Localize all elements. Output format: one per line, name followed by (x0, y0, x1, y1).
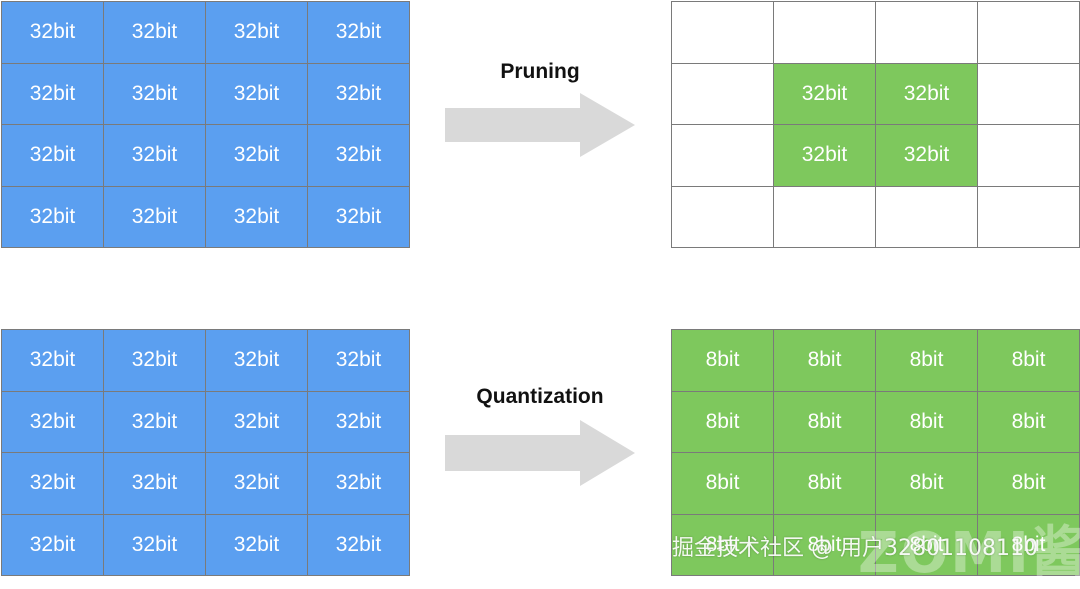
matrix-cell: 32bit (308, 63, 409, 124)
matrix-cell: 32bit (308, 125, 409, 186)
matrix-cell (672, 125, 773, 186)
matrix-cell: 8bit (876, 453, 977, 514)
matrix-cell (978, 125, 1079, 186)
matrix-cell: 32bit (308, 514, 409, 575)
matrix-cell: 32bit (308, 186, 409, 247)
matrix-cell (876, 2, 977, 63)
matrix-cell (672, 63, 773, 124)
matrix-cell: 8bit (876, 514, 977, 575)
matrix-cell: 8bit (978, 453, 1079, 514)
quantization-arrow: Quantization (440, 380, 640, 490)
pruning-label: Pruning (500, 60, 580, 83)
matrix-cell: 32bit (206, 63, 307, 124)
matrix-cell: 32bit (206, 186, 307, 247)
matrix-cell: 32bit (104, 330, 205, 391)
matrix-cell: 32bit (206, 330, 307, 391)
matrix-cell: 32bit (2, 186, 103, 247)
pruning-arrow: Pruning (440, 55, 640, 160)
quantization-label: Quantization (476, 385, 604, 408)
matrix-cell: 32bit (308, 330, 409, 391)
matrix-cell: 32bit (308, 2, 409, 63)
matrix-cell: 8bit (672, 391, 773, 452)
matrix-cell: 32bit (104, 391, 205, 452)
matrix-cell: 32bit (2, 453, 103, 514)
matrix-cell: 8bit (774, 330, 875, 391)
matrix-cell: 8bit (978, 514, 1079, 575)
watermark-logo: ZOMI酱 (858, 521, 1080, 586)
matrix-cell: 32bit (308, 453, 409, 514)
matrix-cell: 8bit (774, 391, 875, 452)
matrix-cell (978, 2, 1079, 63)
matrix-cell (774, 2, 875, 63)
matrix-cell: 32bit (104, 186, 205, 247)
matrix-cell: 32bit (206, 2, 307, 63)
matrix-cell: 8bit (774, 514, 875, 575)
matrix-cell: 32bit (2, 391, 103, 452)
matrix-cell: 8bit (774, 453, 875, 514)
matrix-cell: 32bit (876, 125, 977, 186)
matrix-cell: 32bit (2, 330, 103, 391)
matrix-cell: 32bit (104, 514, 205, 575)
arrow-right-icon (445, 93, 635, 157)
watermark-text: 掘金技术社区 @ 用户3280110811​0 (672, 536, 1038, 561)
matrix-cell: 32bit (2, 125, 103, 186)
matrix-cell: 8bit (672, 514, 773, 575)
matrix-cell: 32bit (2, 2, 103, 63)
matrix-cell: 32bit (206, 453, 307, 514)
matrix-cell: 32bit (104, 2, 205, 63)
matrix-cell: 8bit (672, 330, 773, 391)
arrow-right-icon (445, 420, 635, 486)
matrix-cell: 32bit (206, 391, 307, 452)
matrix-cell: 32bit (104, 125, 205, 186)
matrix-cell: 8bit (876, 330, 977, 391)
matrix-cell: 8bit (672, 453, 773, 514)
matrix-cell: 32bit (876, 63, 977, 124)
matrix-cell (978, 63, 1079, 124)
matrix-cell: 32bit (2, 63, 103, 124)
matrix-cell: 8bit (876, 391, 977, 452)
matrix-cell (774, 186, 875, 247)
matrix-cell: 32bit (206, 125, 307, 186)
matrix-cell (672, 2, 773, 63)
matrix-cell: 32bit (774, 63, 875, 124)
matrix-cell: 8bit (978, 391, 1079, 452)
matrix-cell: 32bit (104, 453, 205, 514)
matrix-cell: 32bit (206, 514, 307, 575)
matrix-cell: 8bit (978, 330, 1079, 391)
matrix-cell: 32bit (104, 63, 205, 124)
matrix-cell (876, 186, 977, 247)
matrix-cell: 32bit (2, 514, 103, 575)
matrix-cell: 32bit (308, 391, 409, 452)
matrix-cell (978, 186, 1079, 247)
matrix-cell (672, 186, 773, 247)
matrix-cell: 32bit (774, 125, 875, 186)
